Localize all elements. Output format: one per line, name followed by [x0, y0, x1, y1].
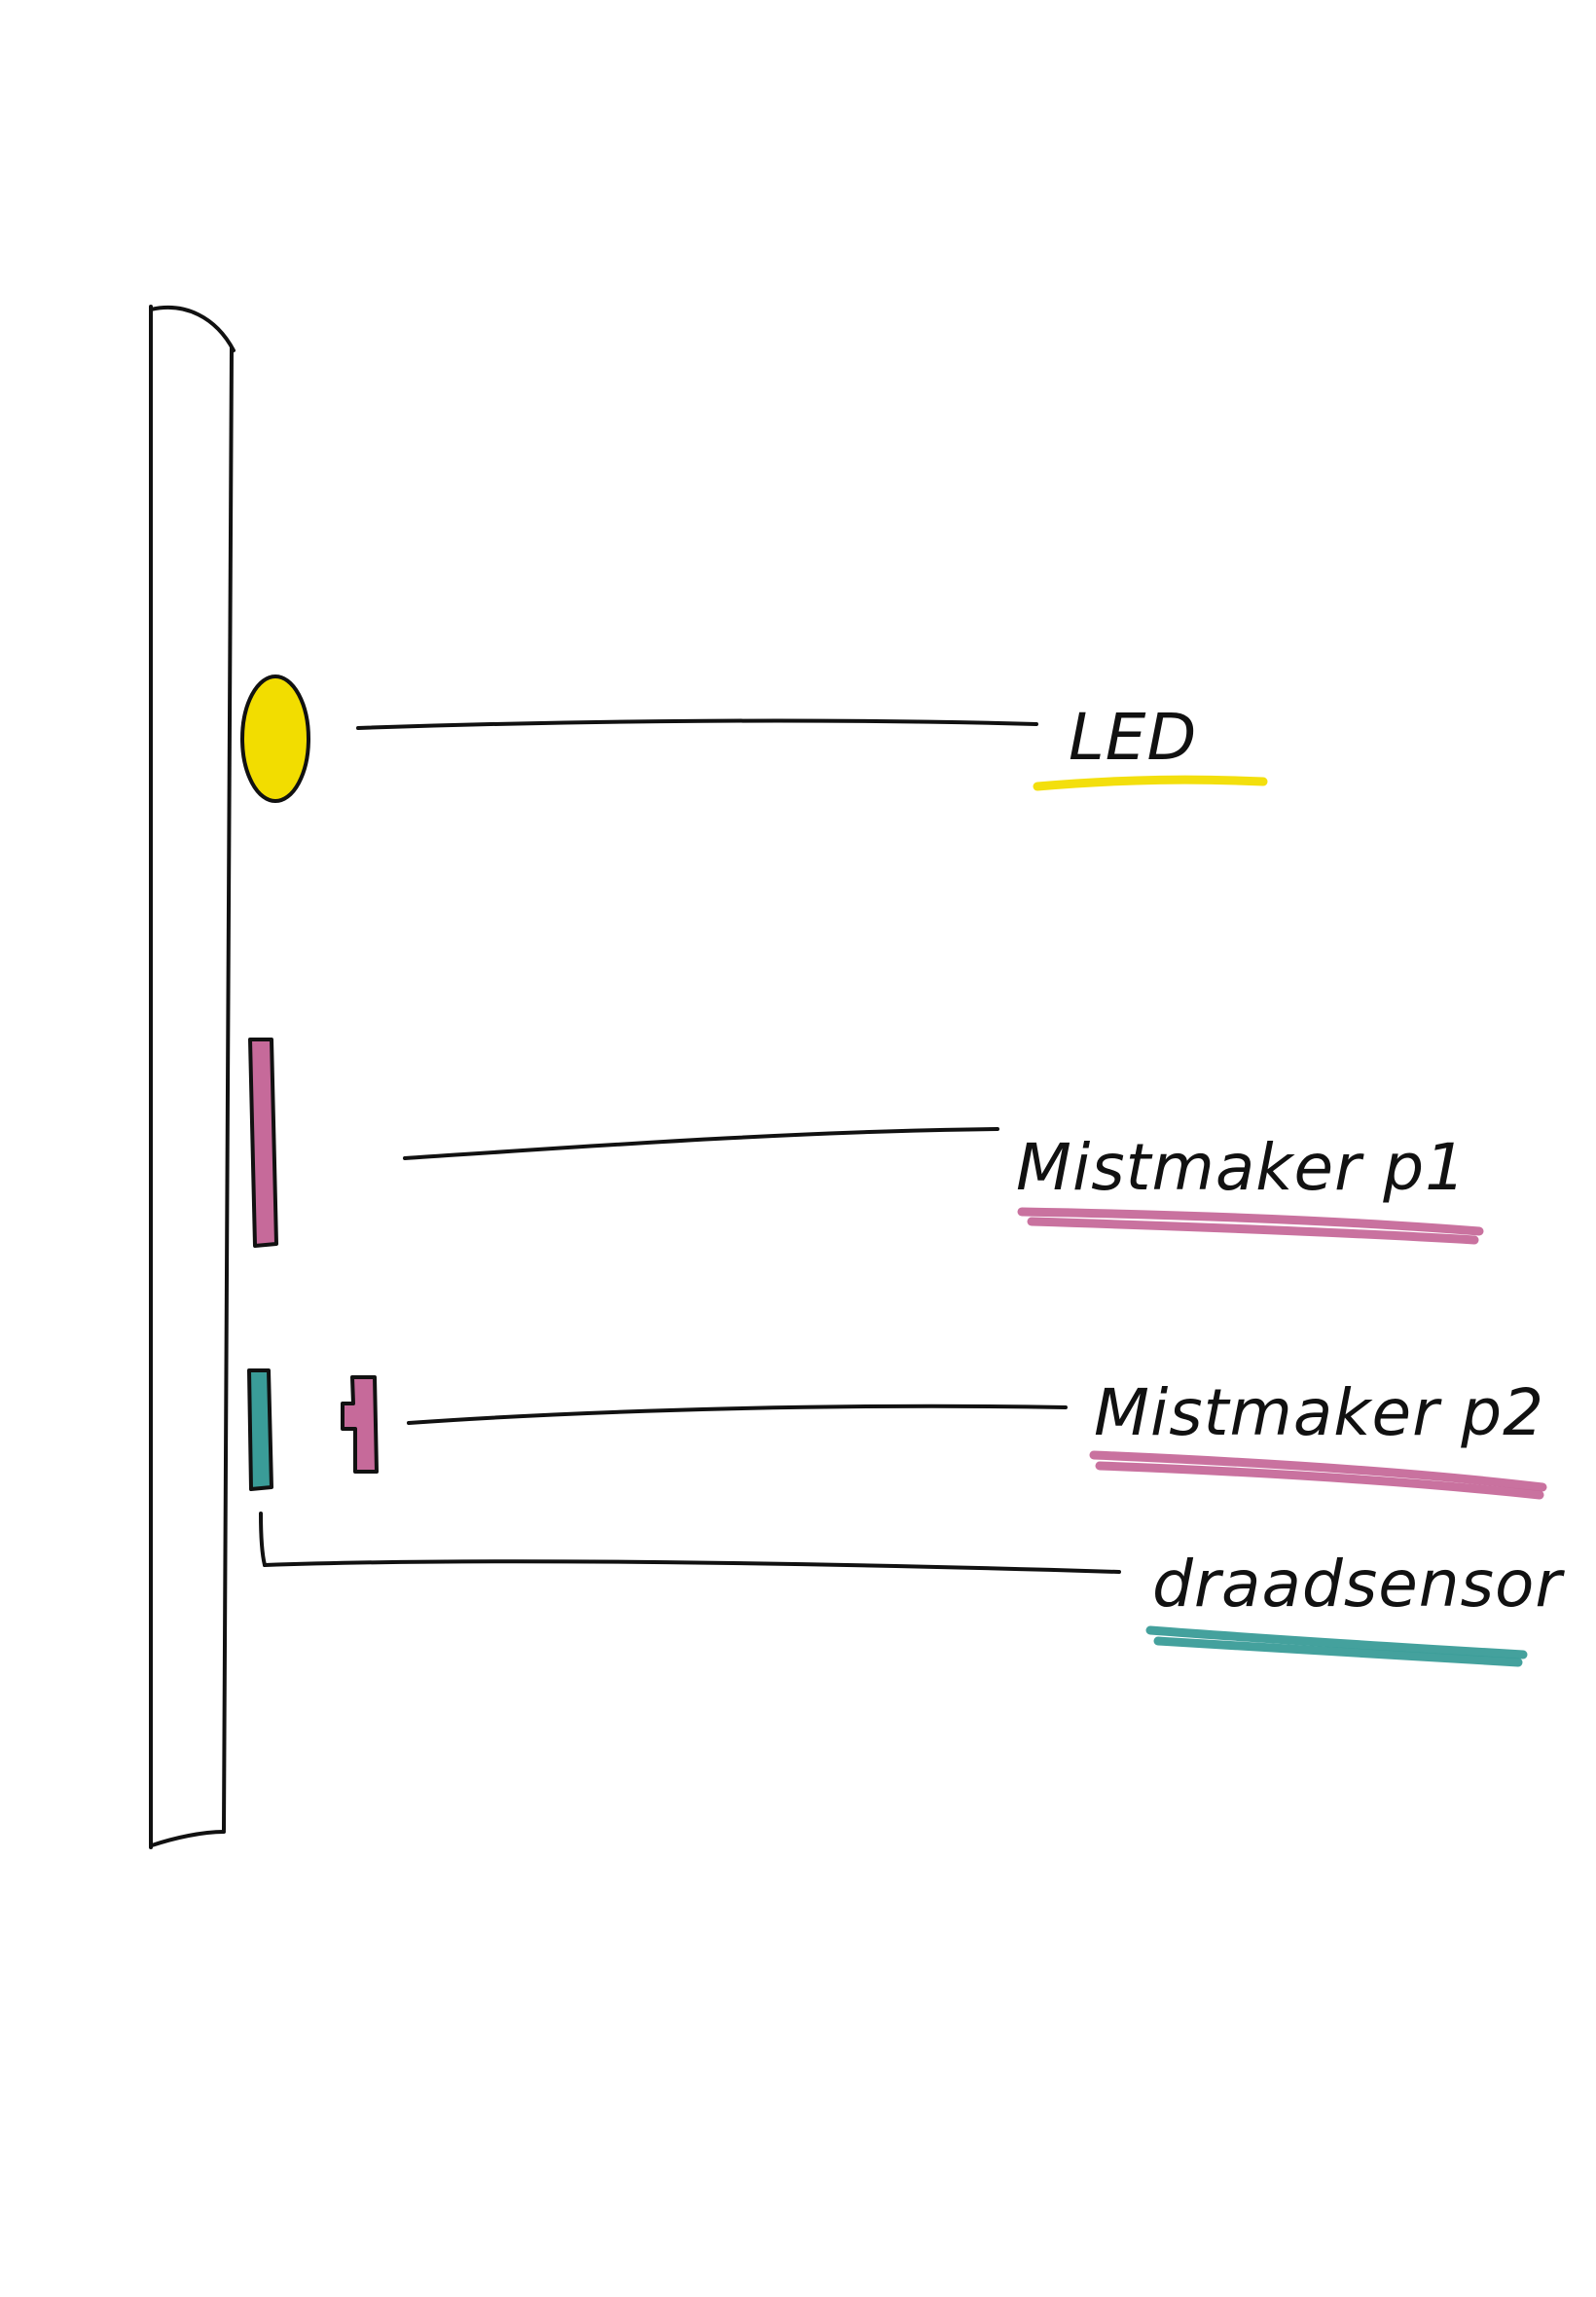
mistmaker-p2-component: Mistmaker p2 [341, 1375, 1547, 1500]
mistmaker-p2-leader-line [407, 1404, 1068, 1425]
panel-right-edge [222, 346, 234, 1832]
mistmaker-p2-underline [1089, 1450, 1547, 1492]
mistmaker-p1-label: Mistmaker p1 [1016, 1130, 1467, 1205]
led-leader-line [356, 718, 1038, 730]
mistmaker-p2-underline-2 [1095, 1461, 1544, 1500]
mistmaker-p1-component: Mistmaker p1 [248, 1038, 1484, 1248]
mistmaker-p2-shape [341, 1375, 379, 1474]
led-shape [240, 675, 310, 803]
sensor-lead [259, 1512, 267, 1567]
led-label: LED [1069, 700, 1197, 775]
sensor-component: draadsensor [247, 1368, 1565, 1667]
panel-top-cap [149, 305, 236, 352]
sensor-shape [247, 1368, 273, 1491]
mistmaker-p2-label: Mistmaker p2 [1094, 1375, 1544, 1450]
mistmaker-p1-underline [1017, 1207, 1484, 1236]
mistmaker-p1-leader-line [403, 1127, 999, 1160]
sensor-underline [1145, 1625, 1528, 1659]
sensor-underline-2 [1153, 1636, 1523, 1667]
panel [147, 305, 236, 1849]
led-component: LED [240, 675, 1268, 803]
mistmaker-p1-shape [248, 1038, 278, 1248]
sensor-leader-line [263, 1559, 1121, 1574]
panel-bottom-cap [150, 1830, 226, 1847]
sensor-label: draadsensor [1152, 1547, 1565, 1622]
mistmaker-p1-underline-2 [1027, 1217, 1479, 1245]
panel-left-edge [147, 305, 153, 1849]
led-underline [1033, 775, 1268, 791]
